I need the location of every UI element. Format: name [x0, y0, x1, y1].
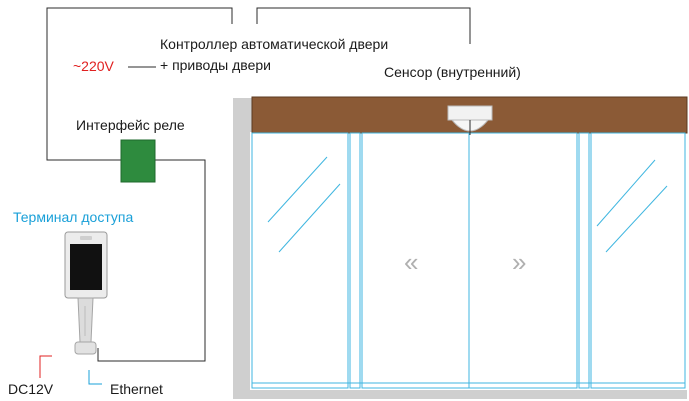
controller-label-line2: + приводы двери: [160, 57, 271, 73]
door-glass: [251, 132, 686, 389]
glass-reflections: [267, 156, 668, 253]
ethernet-leader: [88, 370, 102, 385]
wiring: [46, 7, 471, 362]
access-terminal-icon: [64, 231, 108, 355]
voltage-label: ~220V: [73, 58, 114, 74]
sensor-label: Сенсор (внутренний): [384, 64, 521, 80]
ethernet-label: Ethernet: [110, 381, 163, 397]
open-right-arrow-icon: »: [512, 247, 527, 277]
dc-leader: [39, 355, 52, 378]
controller-label-line1: Контроллер автоматической двери: [160, 36, 389, 52]
terminal-label: Терминал доступа: [13, 209, 134, 225]
relay-label: Интерфейс реле: [76, 117, 185, 133]
relay-box: [120, 139, 156, 183]
dc-label: DC12V: [8, 381, 54, 397]
open-left-arrow-icon: «: [404, 247, 419, 277]
